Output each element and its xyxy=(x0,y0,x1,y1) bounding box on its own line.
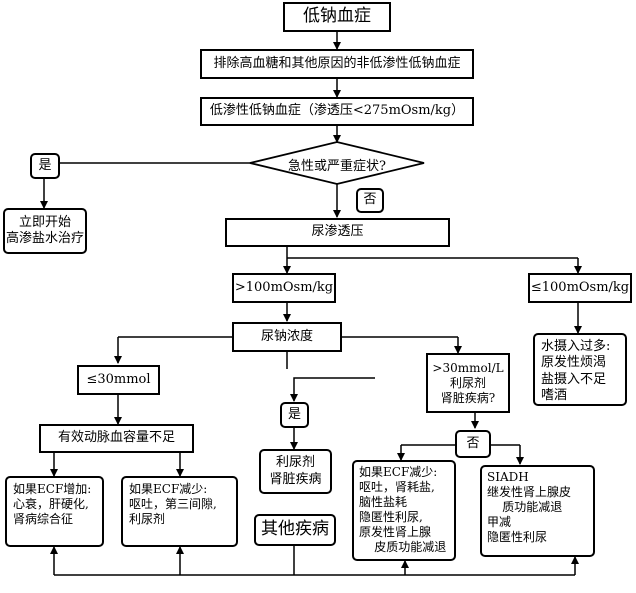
node-diuretic-kidney-label: 利尿剂 肾脏疾病 xyxy=(269,455,322,487)
node-ecf-decrease-left-label: 如果ECF减少: 呕吐，第三间隙, 利尿剂 xyxy=(129,482,217,526)
node-exclude: 排除高血糖和其他原因的非低渗性低钠血症 xyxy=(200,49,474,79)
node-no-1-label: 否 xyxy=(363,192,377,208)
node-treat-label: 立即开始 高渗盐水治疗 xyxy=(5,214,84,246)
node-no-1: 否 xyxy=(356,188,384,213)
node-start-label: 低钠血症 xyxy=(303,6,371,27)
node-siadh-label: SIADH 继发性肾上腺皮 质功能减退 甲减 隐匿性利尿 xyxy=(487,470,572,544)
node-yes-1: 是 xyxy=(30,153,60,179)
node-yes-1-label: 是 xyxy=(38,157,52,173)
node-diuretic-kidney: 利尿剂 肾脏疾病 xyxy=(259,449,332,494)
node-le100-causes-label: 水摄入过多: 原发性烦渴 盐摄入不足 嗜酒 xyxy=(541,339,611,403)
node-gt100-label: >100mOsm/kg xyxy=(234,279,334,295)
node-exclude-label: 排除高血糖和其他原因的非低渗性低钠血症 xyxy=(213,55,461,71)
node-gt30: >30mmol/L 利尿剂 肾脏疾病? xyxy=(426,353,510,413)
node-treat: 立即开始 高渗盐水治疗 xyxy=(3,208,87,254)
node-gt30-label: >30mmol/L 利尿剂 肾脏疾病? xyxy=(432,360,504,405)
node-le100-label: ≤100mOsm/kg xyxy=(530,279,630,295)
node-hypo: 低渗性低钠血症（渗透压<275mOsm/kg） xyxy=(200,97,474,126)
node-ecf-increase-label: 如果ECF增加: 心衰，肝硬化, 肾病综合征 xyxy=(13,482,92,526)
node-ecf-decrease-right: 如果ECF减少: 呕吐，肾耗盐, 脑性盐耗 隐匿性利尿, 原发性肾上腺 皮质功能… xyxy=(352,460,456,561)
node-gt100: >100mOsm/kg xyxy=(232,273,336,303)
node-ecf-decrease-left: 如果ECF减少: 呕吐，第三间隙, 利尿剂 xyxy=(121,476,238,547)
node-urine-na-label: 尿钠浓度 xyxy=(260,328,313,344)
node-hypo-label: 低渗性低钠血症（渗透压<275mOsm/kg） xyxy=(209,103,465,119)
node-effective-volume: 有效动脉血容量不足 xyxy=(39,424,194,453)
node-no-2: 否 xyxy=(455,430,491,458)
node-le30: ≤30mmol xyxy=(77,365,160,395)
node-urine-osm: 尿渗透压 xyxy=(225,218,450,247)
node-ecf-increase: 如果ECF增加: 心衰，肝硬化, 肾病综合征 xyxy=(5,476,104,547)
node-le30-label: ≤30mmol xyxy=(86,371,151,387)
node-siadh: SIADH 继发性肾上腺皮 质功能减退 甲减 隐匿性利尿 xyxy=(480,465,595,557)
node-effective-volume-label: 有效动脉血容量不足 xyxy=(57,430,175,446)
node-ecf-decrease-right-label: 如果ECF减少: 呕吐，肾耗盐, 脑性盐耗 隐匿性利尿, 原发性肾上腺 皮质功能… xyxy=(359,465,447,554)
node-no-2-label: 否 xyxy=(466,435,480,451)
node-yes-2-label: 是 xyxy=(287,406,301,422)
node-le100: ≤100mOsm/kg xyxy=(528,273,632,303)
node-le100-causes: 水摄入过多: 原发性烦渴 盐摄入不足 嗜酒 xyxy=(533,333,627,406)
decision-diamond xyxy=(249,141,425,185)
node-start: 低钠血症 xyxy=(283,2,391,32)
decision-symptoms-label: 急性或严重症状? xyxy=(288,159,386,174)
node-other: 其他疾病 xyxy=(254,514,336,546)
node-urine-na: 尿钠浓度 xyxy=(232,322,342,352)
node-other-label: 其他疾病 xyxy=(261,519,329,540)
node-yes-2: 是 xyxy=(280,402,309,428)
node-urine-osm-label: 尿渗透压 xyxy=(311,224,364,240)
